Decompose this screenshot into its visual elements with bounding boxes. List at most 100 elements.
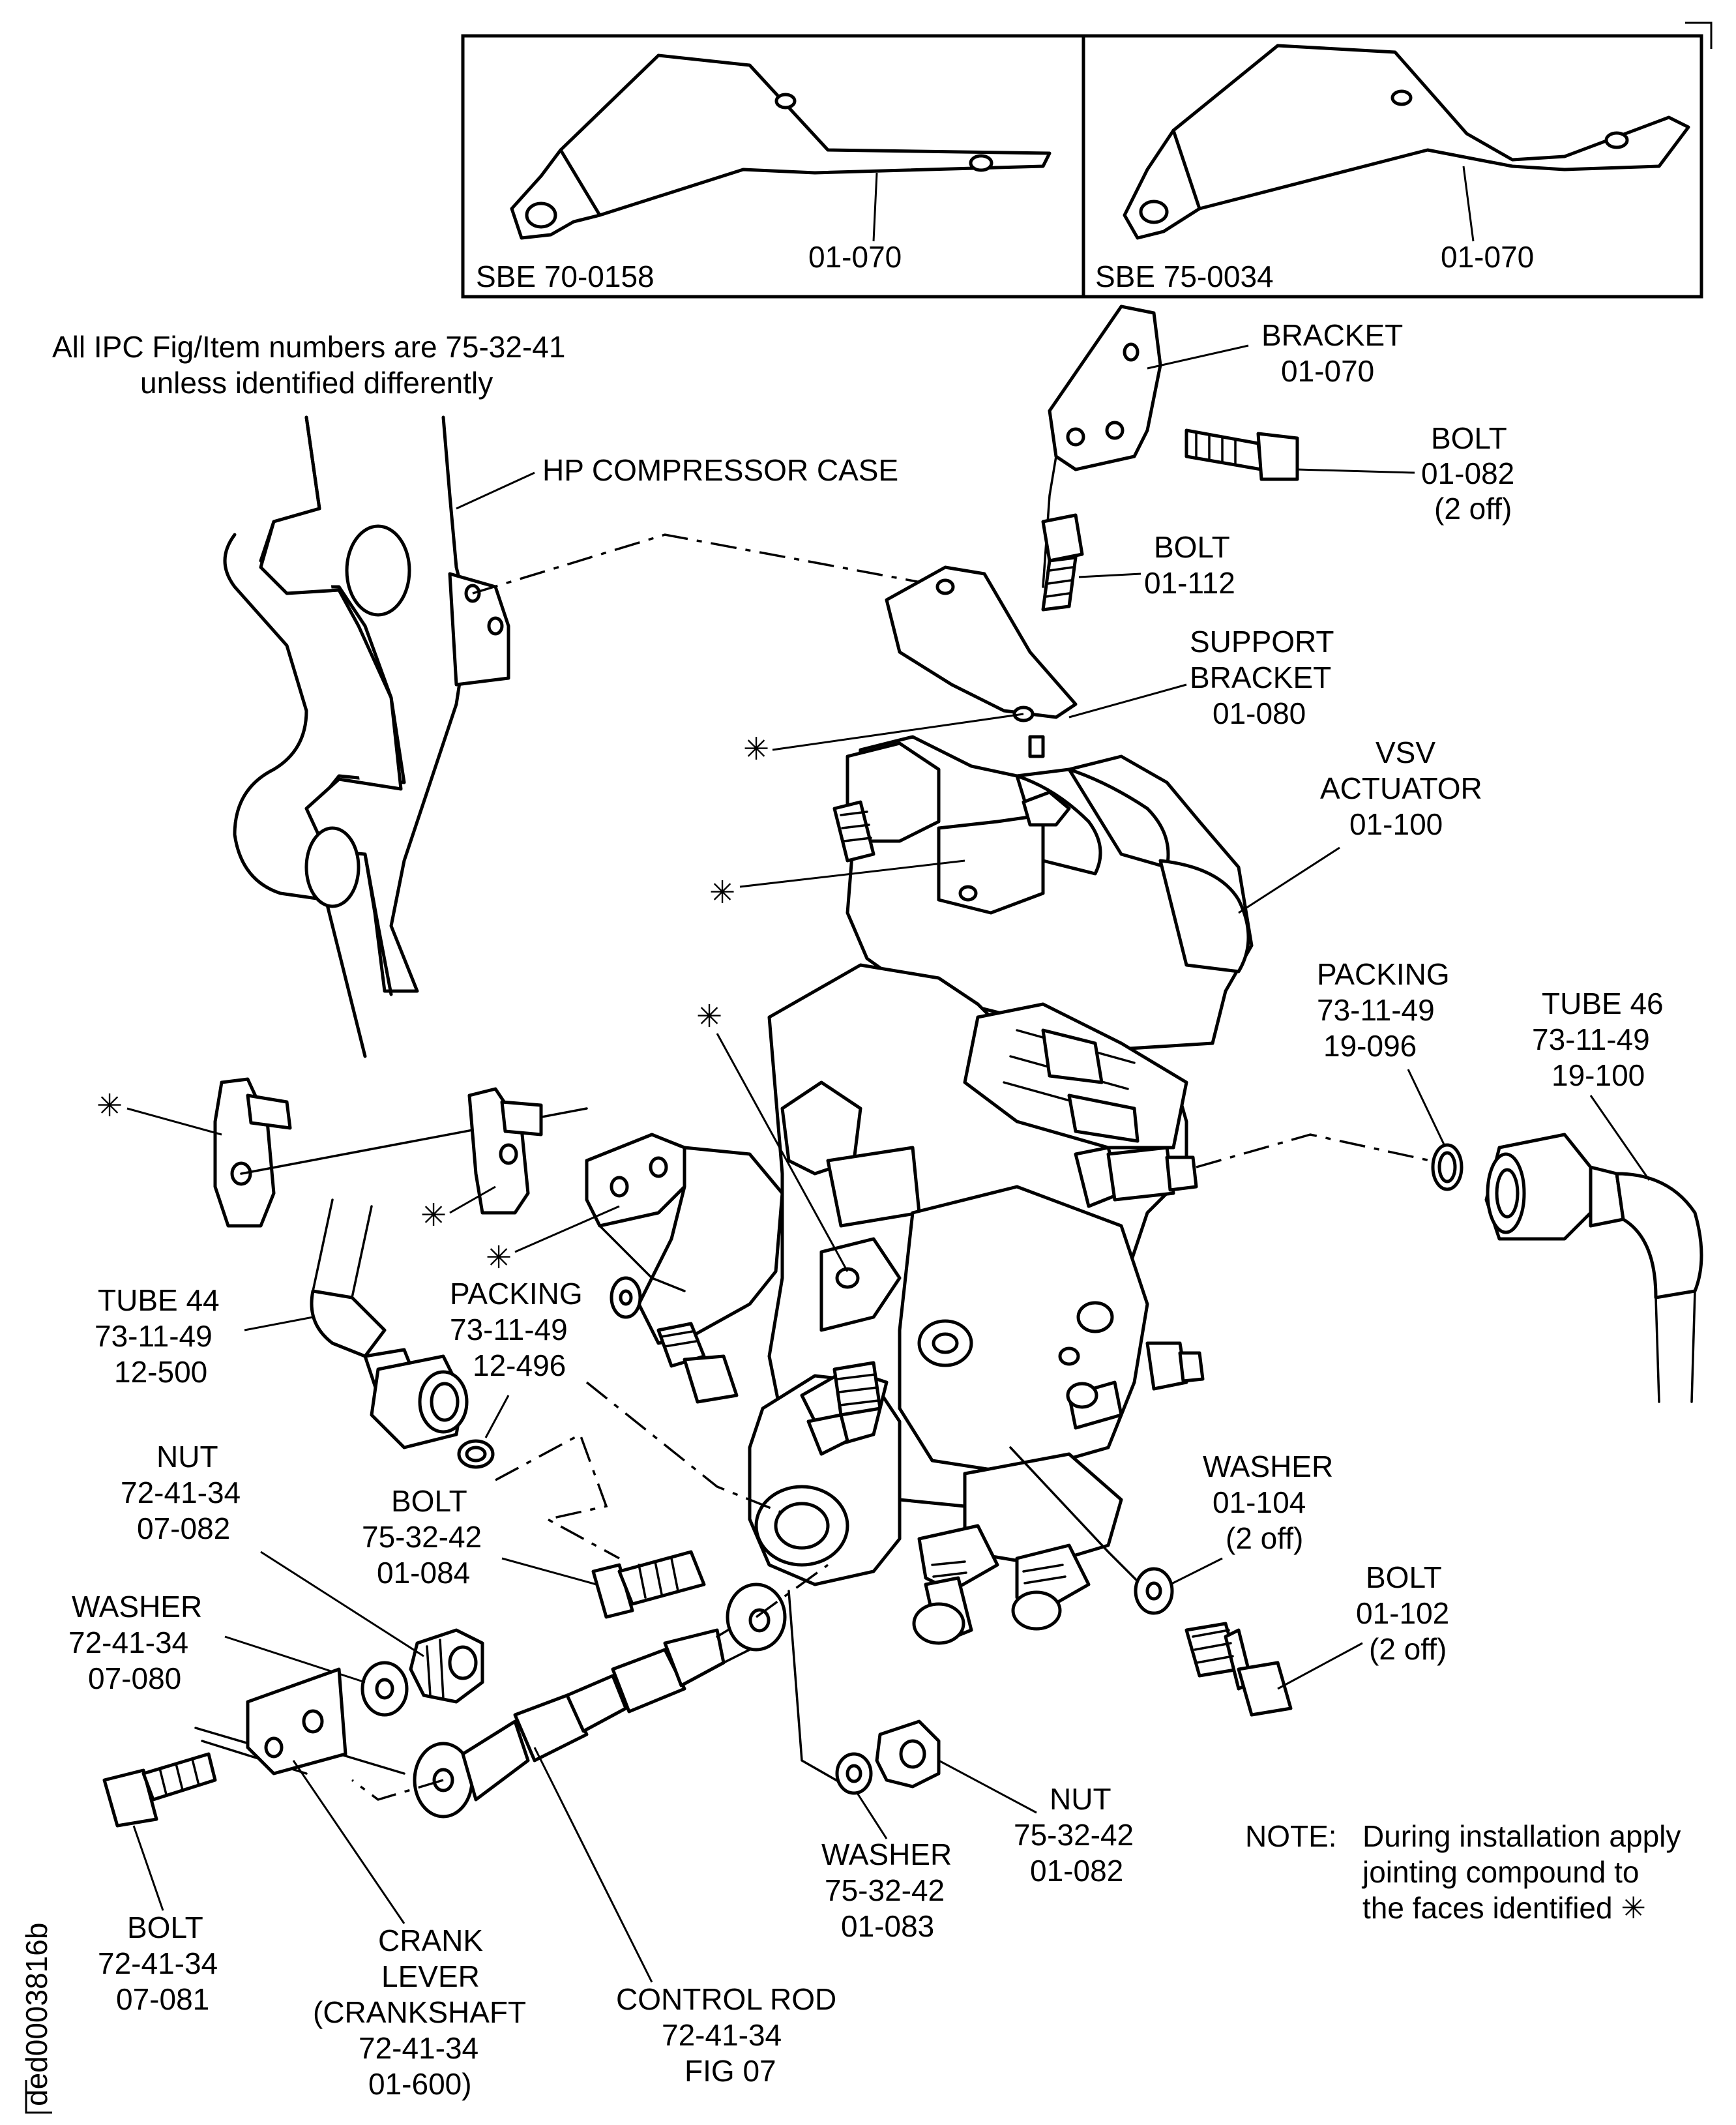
callout-washer07080-l3: 07-080 xyxy=(88,1661,181,1695)
packing-19-096 xyxy=(1431,1143,1464,1191)
callout-bolt-082-l2: 01-082 xyxy=(1421,456,1514,490)
callout-tube46-l3: 19-100 xyxy=(1552,1058,1645,1092)
leader-bolt01102 xyxy=(1277,1642,1363,1690)
asterisk-front: ✳ xyxy=(696,998,722,1035)
washer-small-bracket xyxy=(610,1276,642,1319)
centerline-packing-096 xyxy=(1196,1133,1461,1168)
washer-01-083 xyxy=(835,1752,873,1795)
drawing-id: ded0003816b xyxy=(20,1923,53,2106)
leader-asterisk-support xyxy=(772,713,1024,751)
callout-washer01104-l1: WASHER xyxy=(1203,1449,1333,1483)
washer-01-104 xyxy=(1134,1567,1174,1615)
inset-right-sbe: SBE 75-0034 xyxy=(1095,260,1274,293)
leader-support xyxy=(1068,683,1187,719)
bracket-01-070 xyxy=(1042,305,1162,588)
callout-nut01082-l2: 75-32-42 xyxy=(1014,1818,1134,1852)
callout-bolt01102-l2: 01-102 xyxy=(1356,1596,1449,1630)
callout-nut07082-l2: 72-41-34 xyxy=(121,1476,241,1509)
crank-lever xyxy=(194,1667,405,1776)
leader-washer01083 xyxy=(856,1792,888,1839)
leader-nut01082 xyxy=(938,1759,1037,1814)
tube-46 xyxy=(1484,1133,1703,1403)
asterisk-boss: ✳ xyxy=(709,874,735,911)
callout-bolt084-l2: 75-32-42 xyxy=(362,1520,482,1554)
corner-mark-bottom xyxy=(25,2080,52,2114)
corner-mark-top xyxy=(1685,22,1713,49)
callout-crank-l4: 72-41-34 xyxy=(359,2031,478,2065)
leader-bracket xyxy=(1147,344,1249,370)
callout-crank-l3: (CRANKSHAFT xyxy=(313,1995,526,2029)
callout-washer07080-l2: 72-41-34 xyxy=(68,1626,188,1659)
callout-nut07082-l1: NUT xyxy=(156,1440,218,1474)
leader-rod xyxy=(533,1747,653,1983)
callout-rod-l3: FIG 07 xyxy=(684,2054,776,2088)
leader-nut07082 xyxy=(260,1551,424,1657)
bolt-01-082 xyxy=(1184,428,1299,481)
leader-bolt-112 xyxy=(1078,572,1141,578)
inset-left-item: 01-070 xyxy=(808,240,902,274)
leader-tube46 xyxy=(1589,1095,1651,1181)
centerline-packing496 xyxy=(495,1433,620,1560)
callout-washer01104-l2: 01-104 xyxy=(1213,1485,1306,1519)
leader-vsv xyxy=(1238,846,1340,914)
callout-support-l1: SUPPORT xyxy=(1190,625,1334,659)
callout-vsv-l1: VSV xyxy=(1376,736,1435,769)
callout-vsv-l3: 01-100 xyxy=(1349,807,1443,841)
centerline-rod xyxy=(585,1381,783,1514)
leader-asterisk-mid-plate xyxy=(449,1185,496,1214)
callout-crank-l1: CRANK xyxy=(378,1924,483,1957)
header-note-line1: All IPC Fig/Item numbers are 75-32-41 xyxy=(52,330,565,364)
inset-left-leader xyxy=(872,172,878,242)
callout-bolt-112-l2: 01-112 xyxy=(1144,566,1235,600)
nut-07-082 xyxy=(409,1628,484,1704)
leader-tube44 xyxy=(244,1316,314,1331)
callout-crank-l2: LEVER xyxy=(381,1959,480,1993)
centerline-case-bracket xyxy=(472,533,946,595)
bolt-01-112 xyxy=(1041,513,1084,612)
centerline-rod-washer xyxy=(787,1590,849,1788)
leader-crank xyxy=(292,1760,405,1924)
vsv-actuator xyxy=(748,735,1254,1645)
control-rod xyxy=(413,1583,787,1819)
leader-asterisk-front xyxy=(716,1033,849,1272)
callout-washer01104-l3: (2 off) xyxy=(1226,1521,1303,1555)
asterisk-left-plate: ✳ xyxy=(96,1088,123,1124)
callout-support-l2: BRACKET xyxy=(1190,661,1331,694)
callout-bolt07081-l3: 07-081 xyxy=(116,1982,209,2016)
callout-rod-l2: 72-41-34 xyxy=(662,2018,782,2052)
note-prefix: NOTE: xyxy=(1245,1819,1337,1853)
bolt-01-102 xyxy=(1184,1622,1293,1717)
asterisk-mid-plate: ✳ xyxy=(420,1197,447,1234)
callout-crank-l5: 01-600) xyxy=(368,2067,472,2101)
leader-bolt084 xyxy=(501,1557,597,1586)
leader-asterisk-bracket xyxy=(514,1205,620,1253)
callout-bolt07081-l2: 72-41-34 xyxy=(98,1946,218,1980)
callout-tube44-l1: TUBE 44 xyxy=(98,1283,220,1317)
centerline-washer-104 xyxy=(1009,1446,1149,1592)
hp-compressor-case xyxy=(223,415,510,1058)
inset-right-bracket xyxy=(1123,44,1690,240)
flange-plate-middle xyxy=(467,1087,543,1215)
asterisk-support: ✳ xyxy=(743,731,769,767)
inset-right-leader xyxy=(1462,166,1475,242)
callout-washer01083-l2: 75-32-42 xyxy=(825,1873,945,1907)
asterisk-bracket: ✳ xyxy=(486,1240,512,1276)
callout-packing096-l3: 19-096 xyxy=(1323,1029,1417,1063)
callout-rod-l1: CONTROL ROD xyxy=(616,1982,836,2016)
bolt-01-084 xyxy=(591,1550,706,1619)
callout-packing496-l3: 12-496 xyxy=(473,1348,566,1382)
callout-nut07082-l3: 07-082 xyxy=(137,1511,230,1545)
bolt-07-081 xyxy=(102,1752,217,1828)
leader-asterisk-left-plate xyxy=(126,1107,222,1136)
callout-bolt084-l1: BOLT xyxy=(391,1484,467,1518)
callout-washer01083-l1: WASHER xyxy=(821,1837,952,1871)
note-line2: jointing compound to xyxy=(1361,1855,1640,1889)
inset-left-sbe: SBE 70-0158 xyxy=(476,260,655,293)
callout-support-l3: 01-080 xyxy=(1213,696,1306,730)
callout-hp-case: HP COMPRESSOR CASE xyxy=(542,453,898,487)
leader-washer01104 xyxy=(1170,1557,1223,1586)
callout-packing496-l2: 73-11-49 xyxy=(450,1313,568,1346)
leader-hp-case xyxy=(456,471,535,510)
washer-07-080 xyxy=(360,1661,409,1717)
